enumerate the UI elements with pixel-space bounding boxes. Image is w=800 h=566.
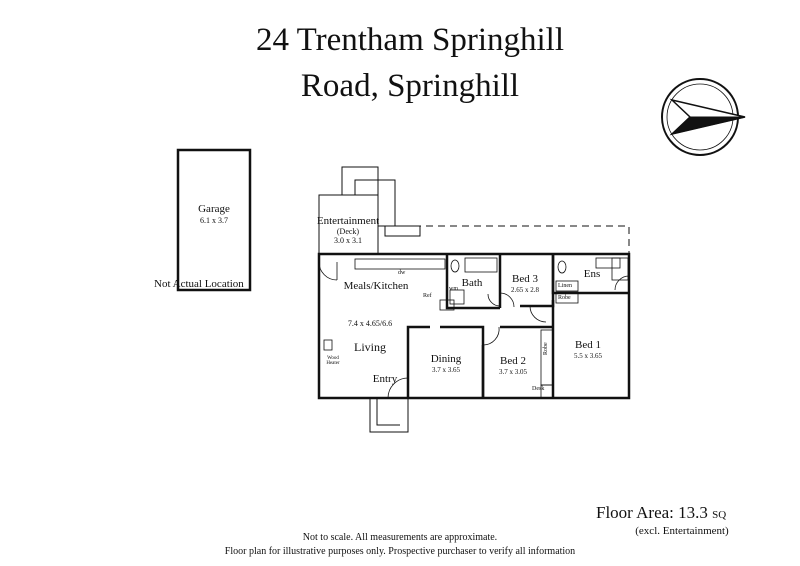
disclaimer-line-1: Not to scale. All measurements are appro… (302, 532, 498, 543)
robe-label-ens: Robe (558, 295, 571, 301)
fridge-label: Ref (423, 293, 432, 299)
floor-area: Floor Area: 13.3 SQ (596, 504, 726, 521)
room-bed3-size: 2.65 x 2.8 (511, 286, 539, 294)
wood-heater-label: Wood Heater (326, 356, 340, 366)
desk-label: Desk (532, 386, 545, 392)
room-meals-kitchen-size: 7.4 x 4.65/6.6 (347, 319, 393, 328)
room-bed1-label: Bed 1 (575, 339, 601, 351)
title-line-1: 24 Trentham Springhill (255, 22, 565, 58)
room-bed2-label: Bed 2 (500, 355, 526, 367)
garage-size: 6.1 x 3.7 (200, 216, 228, 225)
floor-area-value: Floor Area: 13.3 (596, 503, 708, 522)
deck-step (341, 166, 379, 195)
room-dining-label: Dining (430, 353, 462, 365)
room-bath-label: Bath (461, 277, 483, 289)
room-bed2-size: 3.7 x 3.05 (499, 368, 527, 376)
washing-machine-label: wm (449, 286, 458, 292)
room-meals-kitchen-label: Meals/Kitchen (343, 280, 409, 292)
room-bed1-size: 5.5 x 3.65 (574, 352, 602, 360)
disclaimer-line-2: Floor plan for illustrative purposes onl… (224, 546, 576, 557)
deck-step (354, 179, 396, 226)
walls (317, 252, 631, 400)
room-dining-size: 3.7 x 3.65 (432, 366, 460, 374)
compass-icon (661, 78, 746, 156)
robe-label-bed2: Robe (543, 342, 549, 355)
room-entry-label: Entry (372, 373, 398, 385)
room-entertainment-label: Entertainment (316, 215, 380, 227)
room-ens-label: Ens (583, 268, 601, 280)
room-living-label: Living (354, 340, 386, 354)
not-actual-location-note: Not Actual Location (154, 278, 244, 290)
room-bed3-label: Bed 3 (512, 273, 538, 285)
linen-label: Linen (558, 283, 572, 289)
garage-outline (176, 148, 252, 292)
dishwasher-label: dw (398, 270, 406, 276)
roofline (378, 225, 630, 254)
room-entertainment-size: 3.0 x 3.1 (334, 236, 362, 245)
floor-area-note: (excl. Entertainment) (635, 525, 729, 537)
garage-label: Garage (198, 203, 230, 215)
title-line-2: Road, Springhill (300, 68, 520, 104)
floor-area-unit: SQ (712, 509, 727, 521)
room-entertainment-sub: (Deck) (336, 227, 360, 236)
